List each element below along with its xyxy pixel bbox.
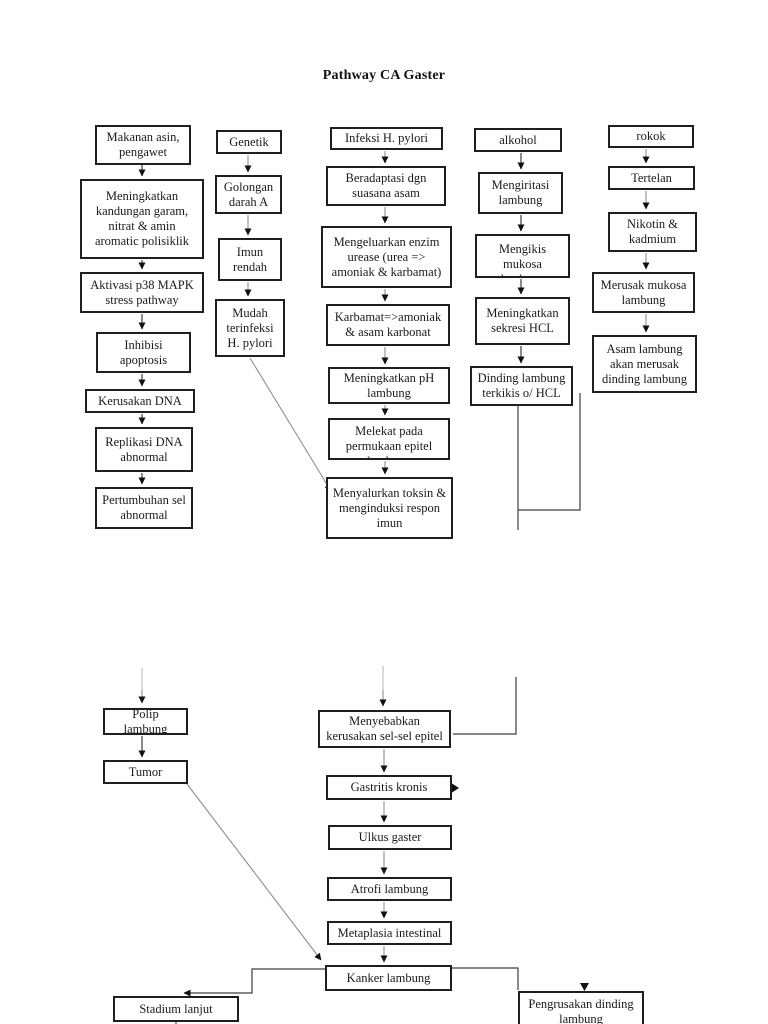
node-dinding-terkikis: Dinding lambung terkikis o/ HCL (470, 366, 573, 406)
node-pengrusakan-dinding: Pengrusakan dinding lambung (518, 991, 644, 1024)
node-kerusakan-dna: Kerusakan DNA (85, 389, 195, 413)
node-inhibisi-apoptosis: Inhibisi apoptosis (96, 332, 191, 373)
node-imun-rendah: Imun rendah (218, 238, 282, 281)
node-stadium-lanjut: Stadium lanjut (113, 996, 239, 1022)
node-tertelan: Tertelan (608, 166, 695, 190)
node-mengiritasi: Mengiritasi lambung (478, 172, 563, 214)
node-tumor: Tumor (103, 760, 188, 784)
node-enzim-urease: Mengeluarkan enzim urease (urea => amoni… (321, 226, 452, 288)
node-infeksi-hpylori: Infeksi H. pylori (330, 127, 443, 150)
node-kanker-lambung: Kanker lambung (325, 965, 452, 991)
node-sekresi-hcl: Meningkatkan sekresi HCL (475, 297, 570, 345)
node-replikasi-dna: Replikasi DNA abnormal (95, 427, 193, 472)
node-beradaptasi-asam: Beradaptasi dgn suasana asam (326, 166, 446, 206)
node-mudah-terinfeksi: Mudah terinfeksi H. pylori (215, 299, 285, 357)
node-makanan-asin: Makanan asin, pengawet (95, 125, 191, 165)
node-pertumbuhan-sel: Pertumbuhan sel abnormal (95, 487, 193, 529)
node-ulkus-gaster: Ulkus gaster (328, 825, 452, 850)
node-gastritis-kronis: Gastritis kronis (326, 775, 452, 800)
node-atrofi-lambung: Atrofi lambung (327, 877, 452, 901)
page-title: Pathway CA Gaster (322, 68, 446, 83)
node-karbamat-amoniak: Karbamat=>amoniak & asam karbonat (326, 304, 450, 346)
node-alkohol: alkohol (474, 128, 562, 152)
node-asam-lambung: Asam lambung akan merusak dinding lambun… (592, 335, 697, 393)
node-meningkatkan-garam: Meningkatkan kandungan garam, nitrat & a… (80, 179, 204, 259)
node-golongan-darah-a: Golongan darah A (215, 175, 282, 214)
node-kerusakan-epitel: Menyebabkan kerusakan sel-sel epitel (318, 710, 451, 748)
node-mengikis-mukosa: Mengikis mukosa lambung (475, 234, 570, 278)
node-polip-lambung: Polip lambung (103, 708, 188, 735)
node-merusak-mukosa: Merusak mukosa lambung (592, 272, 695, 313)
node-aktivasi-mapk: Aktivasi p38 MAPK stress pathway (80, 272, 204, 313)
node-melekat-epitel: Melekat pada permukaan epitel lambung (328, 418, 450, 460)
node-nikotin-kadmium: Nikotin & kadmium (608, 212, 697, 252)
node-menyalurkan-toksin: Menyalurkan toksin & menginduksi respon … (326, 477, 453, 539)
node-metaplasia: Metaplasia intestinal (327, 921, 452, 945)
node-genetik: Genetik (216, 130, 282, 154)
node-rokok: rokok (608, 125, 694, 148)
node-meningkatkan-ph: Meningkatkan pH lambung (328, 367, 450, 404)
